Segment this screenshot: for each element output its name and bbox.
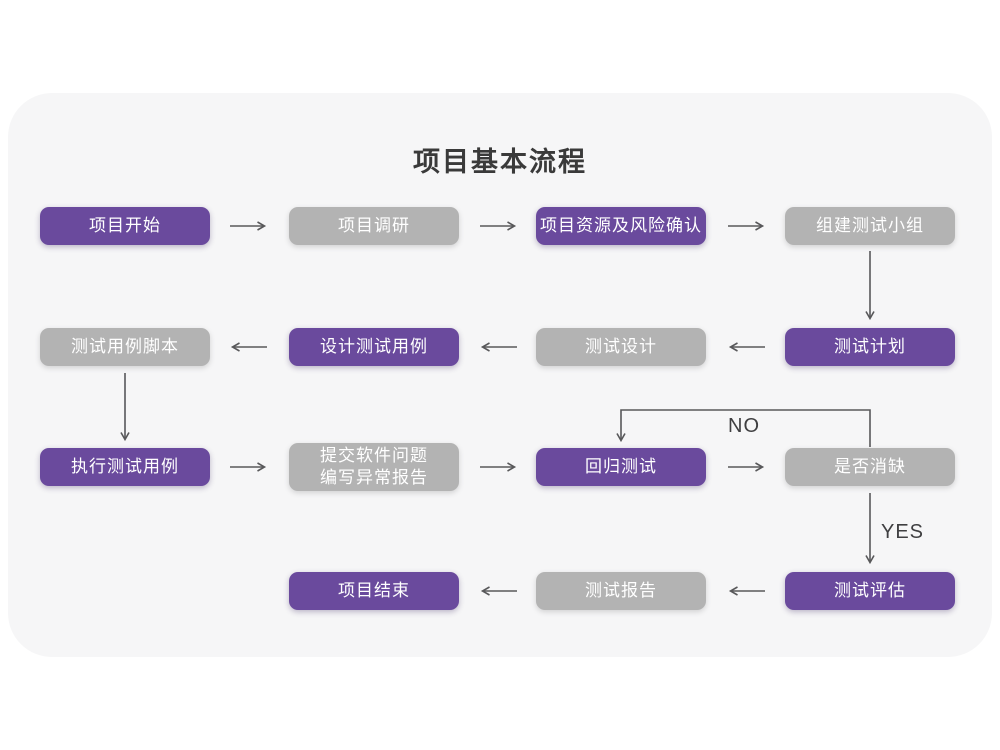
- node-test-plan: 测试计划: [785, 328, 955, 366]
- node-test-report: 测试报告: [536, 572, 706, 610]
- label-yes: YES: [881, 521, 925, 543]
- flowchart-card-background: [8, 93, 992, 657]
- node-submit-issue-report: 提交软件问题 编写异常报告: [289, 443, 459, 491]
- node-test-case-script: 测试用例脚本: [40, 328, 210, 366]
- node-project-end: 项目结束: [289, 572, 459, 610]
- node-execute-test-case: 执行测试用例: [40, 448, 210, 486]
- node-design-test-case: 设计测试用例: [289, 328, 459, 366]
- node-test-evaluate: 测试评估: [785, 572, 955, 610]
- label-no: NO: [728, 415, 760, 437]
- node-project-research: 项目调研: [289, 207, 459, 245]
- node-test-design: 测试设计: [536, 328, 706, 366]
- node-project-start: 项目开始: [40, 207, 210, 245]
- page-title: 项目基本流程: [413, 147, 587, 177]
- node-defect-cleared: 是否消缺: [785, 448, 955, 486]
- node-resource-risk-confirm: 项目资源及风险确认: [536, 207, 706, 245]
- node-build-test-team: 组建测试小组: [785, 207, 955, 245]
- node-regression-test: 回归测试: [536, 448, 706, 486]
